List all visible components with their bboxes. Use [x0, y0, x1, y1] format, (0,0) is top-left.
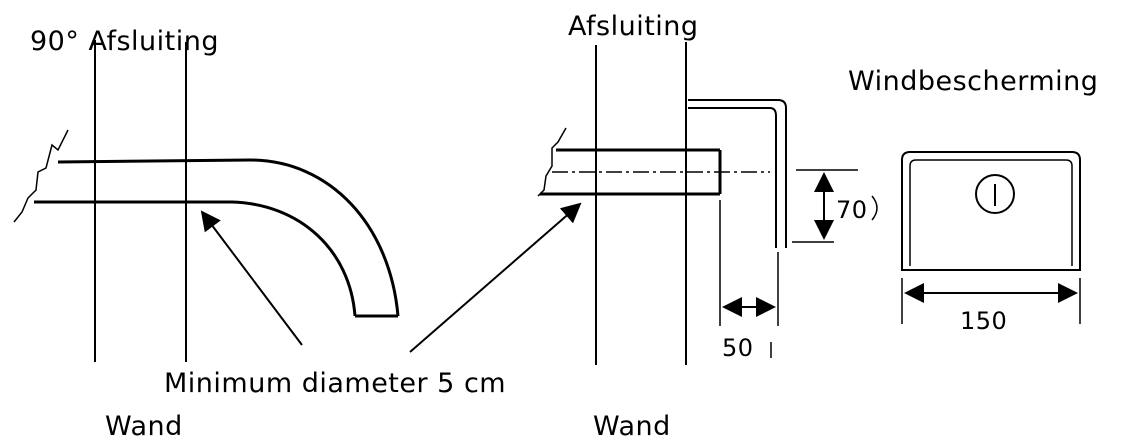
- diameter-note: Minimum diameter 5 cm: [164, 368, 507, 399]
- left-title: 90° Afsluiting: [30, 26, 219, 57]
- dimension-70: [792, 169, 878, 243]
- wall-label-middle: Wand: [593, 411, 671, 442]
- straight-pipe-break-line: [537, 127, 567, 197]
- bracket-inner: [688, 107, 777, 248]
- pipe-bottom-edge: [34, 200, 357, 317]
- wall-label-left: Wand: [105, 411, 183, 442]
- middle-arrow-leader: [409, 202, 582, 353]
- straight-pipe: [537, 127, 770, 197]
- dimension-150-label: 150: [960, 307, 1008, 335]
- bracket-outer: [688, 99, 787, 248]
- wind-bracket-side-view: [688, 99, 787, 248]
- dimension-150: [901, 278, 1081, 324]
- dimension-70-label: 70: [836, 196, 868, 224]
- middle-wall: [595, 42, 687, 365]
- shield-inner: [909, 159, 1073, 266]
- right-title: Windbescherming: [848, 66, 1099, 97]
- middle-title: Afsluiting: [568, 11, 699, 42]
- dimension-50-label: 50: [722, 334, 754, 362]
- pipe-top-edge: [57, 158, 400, 317]
- wind-shield-front-view: [901, 151, 1081, 271]
- shield-outer: [901, 151, 1081, 271]
- pipe-break-line-left: [13, 129, 69, 223]
- curved-pipe: [13, 129, 400, 318]
- pipe-hole-circle: [975, 174, 1015, 214]
- left-arrow-leader: [200, 210, 303, 346]
- dimension-50: [719, 200, 779, 358]
- dim-70-bracket-mark: [871, 195, 878, 221]
